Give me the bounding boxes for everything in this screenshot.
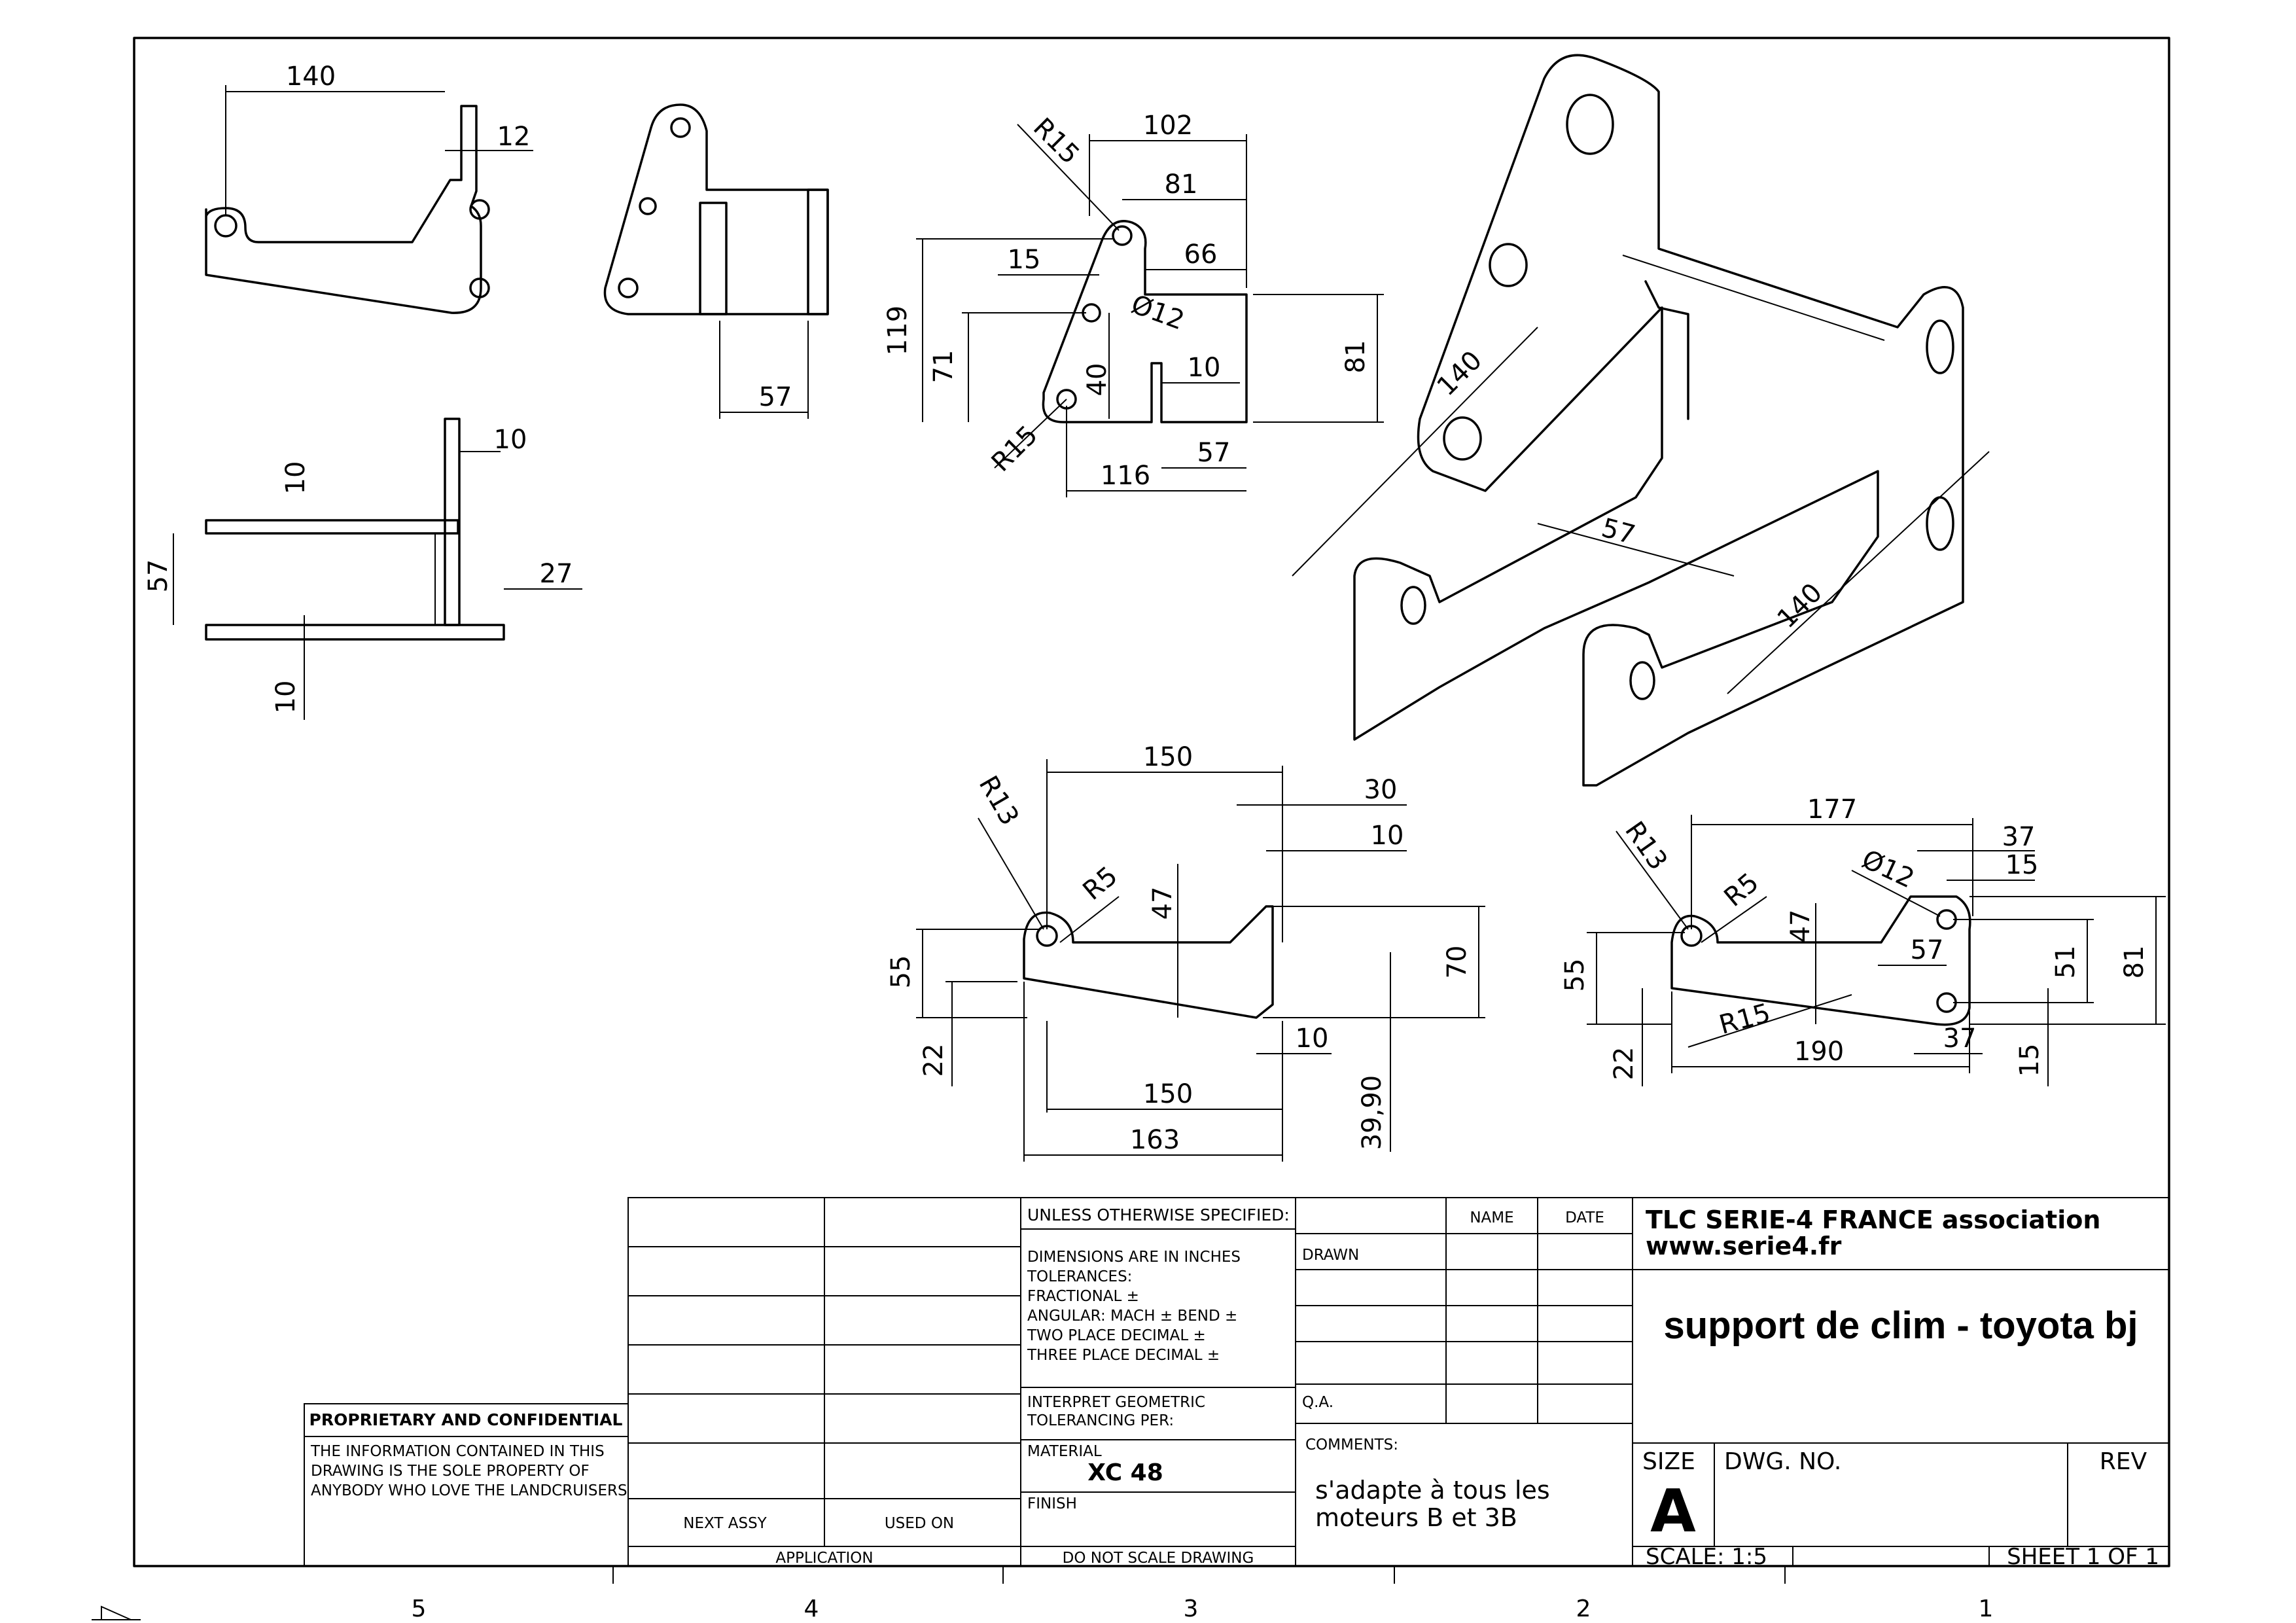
next-assy-label: NEXT ASSY [683, 1515, 767, 1532]
dim-label: 15 [2015, 1044, 2045, 1077]
dim-label: 81 [1165, 169, 1198, 200]
do-not-scale: DO NOT SCALE DRAWING [1063, 1550, 1254, 1567]
dim-label: 37 [1943, 1024, 1977, 1054]
dim-label: 66 [1184, 240, 1218, 270]
dim-label: 81 [1341, 340, 1371, 374]
used-on-label: USED ON [885, 1515, 954, 1532]
dim-label: 47 [1148, 887, 1178, 920]
tolerance-line: THREE PLACE DECIMAL ± [1027, 1347, 1220, 1364]
zone-markers: 5 4 3 2 1 [412, 1566, 1994, 1622]
dim-label: 51 [2051, 946, 2081, 979]
tolerance-line: ANGULAR: MACH ± BEND ± [1027, 1308, 1237, 1325]
dim-label: 10 [271, 681, 301, 714]
application-label: APPLICATION [775, 1550, 873, 1567]
dim-label: 10 [1188, 353, 1221, 383]
dim-label: 119 [883, 306, 913, 355]
zone-number: 4 [804, 1596, 819, 1622]
zone-number: 3 [1184, 1596, 1199, 1622]
sheet-label: SHEET 1 OF 1 [2007, 1544, 2159, 1570]
dim-label: 15 [2005, 850, 2039, 880]
material-label: MATERIAL [1027, 1443, 1102, 1460]
proprietary-heading: PROPRIETARY AND CONFIDENTIAL [309, 1410, 623, 1429]
projection-symbol [92, 1605, 141, 1620]
proprietary-line: DRAWING IS THE SOLE PROPERTY OF [311, 1463, 590, 1480]
dim-label: 57 [1911, 935, 1944, 965]
dim-label: 55 [1560, 959, 1590, 992]
zone-number: 5 [412, 1596, 427, 1622]
zone-number: 1 [1979, 1596, 1994, 1622]
dim-label: 81 [2119, 946, 2149, 979]
dim-label: 57 [143, 560, 173, 593]
dim-label: 55 [886, 955, 916, 989]
dim-label: 163 [1130, 1125, 1180, 1155]
dim-label: 70 [1442, 946, 1472, 979]
dim-label: 102 [1143, 111, 1193, 141]
dim-label: 71 [928, 350, 959, 383]
date-label: DATE [1565, 1209, 1604, 1226]
size-value: A [1650, 1477, 1696, 1546]
zone-number: 2 [1576, 1596, 1591, 1622]
tolerance-line: FRACTIONAL ± [1027, 1288, 1139, 1305]
top-view: 10 10 57 27 10 [143, 418, 582, 720]
drawing-title: support de clim - toyota bj [1663, 1304, 2138, 1347]
dim-label: 10 [281, 461, 311, 495]
comment-line: s'adapte à tous les [1315, 1476, 1550, 1505]
tolerance-line: TWO PLACE DECIMAL ± [1027, 1327, 1206, 1344]
dim-label: 190 [1794, 1037, 1844, 1067]
dim-label: 116 [1101, 461, 1150, 491]
proprietary-line: ANYBODY WHO LOVE THE LANDCRUISERS [311, 1482, 627, 1499]
material-value: XC 48 [1087, 1459, 1163, 1486]
dim-label: 10 [1296, 1024, 1329, 1054]
dim-label: 12 [497, 122, 531, 152]
dim-label: 57 [1197, 438, 1231, 468]
dim-label: 10 [1371, 821, 1404, 851]
comments-label: COMMENTS: [1305, 1436, 1398, 1454]
proprietary-line: THE INFORMATION CONTAINED IN THIS [310, 1443, 605, 1460]
dim-label: 30 [1364, 775, 1398, 805]
dim-label: 40 [1082, 363, 1112, 397]
title-block: PROPRIETARY AND CONFIDENTIAL THE INFORMA… [304, 1197, 2170, 1570]
dim-label: 22 [919, 1044, 949, 1077]
dim-label: 15 [1008, 245, 1041, 275]
side-view: 140 12 [205, 62, 533, 314]
dim-label: 27 [540, 559, 573, 589]
dim-label: 10 [494, 425, 527, 455]
comment-line: moteurs B et 3B [1315, 1503, 1517, 1532]
dwg-no-label: DWG. NO. [1724, 1448, 1841, 1475]
dim-label: 37 [2002, 822, 2036, 852]
dim-label: 22 [1609, 1047, 1639, 1080]
interpret-line: INTERPRET GEOMETRIC [1027, 1394, 1205, 1411]
dim-label: 150 [1143, 742, 1193, 772]
dim-label: 39,90 [1357, 1075, 1387, 1150]
size-label: SIZE [1642, 1448, 1695, 1475]
scale-label: SCALE: 1:5 [1646, 1544, 1767, 1570]
dim-label: 140 [286, 62, 336, 92]
rev-label: REV [2100, 1448, 2147, 1475]
dim-label: 150 [1143, 1079, 1193, 1109]
dim-label: 47 [1786, 910, 1816, 943]
tolerance-line: TOLERANCES: [1027, 1268, 1132, 1285]
company-name: TLC SERIE-4 FRANCE association [1646, 1205, 2100, 1234]
unless-specified: UNLESS OTHERWISE SPECIFIED: [1027, 1205, 1290, 1224]
interpret-line: TOLERANCING PER: [1027, 1412, 1174, 1429]
finish-label: FINISH [1027, 1495, 1077, 1512]
dim-label: 57 [759, 382, 792, 412]
company-url: www.serie4.fr [1646, 1232, 1842, 1260]
qa-label: Q.A. [1302, 1394, 1333, 1411]
tolerance-line: DIMENSIONS ARE IN INCHES [1027, 1249, 1241, 1266]
front-view: 57 [603, 103, 829, 419]
dim-label: 177 [1807, 794, 1857, 825]
name-label: NAME [1470, 1209, 1513, 1226]
drawn-label: DRAWN [1302, 1247, 1359, 1264]
